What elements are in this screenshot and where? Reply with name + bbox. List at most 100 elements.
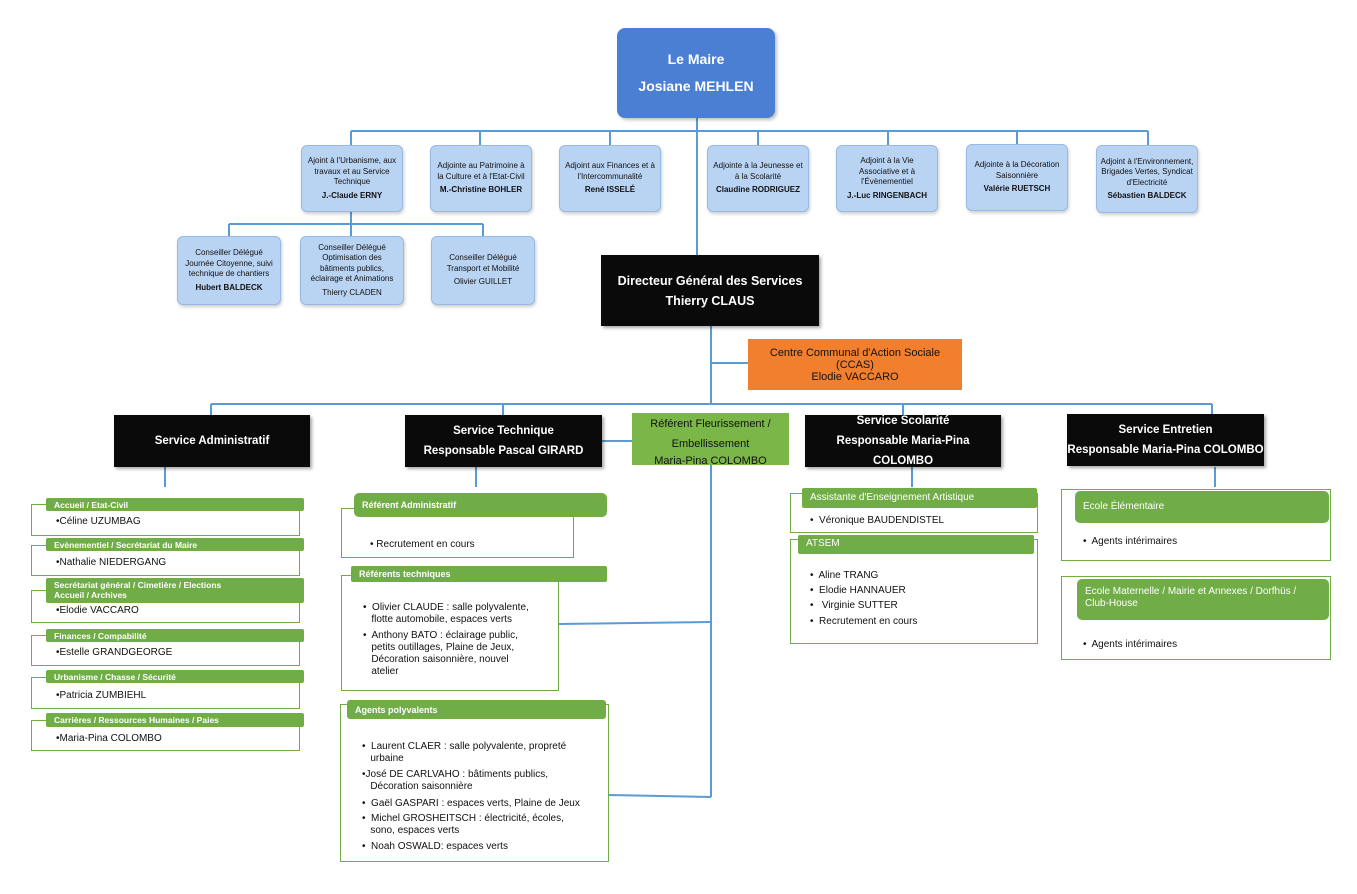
tech-unit-item: • Gaël GASPARI : espaces verts, Plaine d… [362,798,580,809]
mayor-name: Josiane MEHLEN [638,78,754,94]
adjoint-box-environnement: Adjoint à l'Environnement, Brigades Vert… [1096,145,1198,213]
adjoint-box-decoration: Adjointe à la Décoration Saisonnière Val… [966,144,1068,211]
adjoint-name: Valérie RUETSCH [983,184,1051,194]
admin-unit-label: Finances / Compabilité [46,629,304,642]
service-technique-box: Service Technique Responsable Pascal GIR… [405,415,602,467]
tech-unit-label: Agents polyvalents [347,700,606,719]
conseiller-name: Thierry CLADEN [322,287,382,297]
referent-line2: Embellissement [671,437,750,450]
scol-unit-item: • Virginie SUTTER [810,600,898,611]
service-scolarite-box: Service Scolarité Responsable Maria-Pina… [805,415,1001,467]
adjoint-box-urbanisme: Ajoint à l'Urbanisme, aux travaux et au … [301,145,403,212]
tech-unit-item: urbaine [362,753,404,764]
scol-unit-item: • Véronique BAUDENDISTEL [810,515,945,526]
adjoint-role: Ajoint à l'Urbanisme, aux travaux et au … [307,156,397,186]
tech-unit-item: Décoration saisonnière, nouvel [363,654,509,665]
tech-unit-label: Référents techniques [351,566,607,582]
conseiller-name: Olivier GUILLET [453,277,513,287]
service-entretien-box: Service Entretien Responsable Maria-Pina… [1067,414,1264,466]
conseiller-box-transport: Conseiller Délégué Transport et Mobilité… [431,236,535,305]
tech-unit-item: •José DE CARLVAHO : bâtiments publics, [362,769,548,780]
service-resp: Responsable Maria-Pina COLOMBO [836,435,970,467]
tech-unit-item: • Noah OSWALD: espaces verts [362,841,508,852]
conseiller-role: Conseiller Délégué Transport et Mobilité [446,253,520,273]
adjoint-name: J.-Luc RINGENBACH [846,190,927,200]
referent-fleurissement-box: Référent Fleurissement / Embellissement … [632,413,789,467]
admin-unit-person: •Patricia ZUMBIEHL [56,690,147,701]
admin-unit-person: •Nathalie NIEDERGANG [56,557,167,568]
admin-unit-label: Secrétariat général / Cimetière / Electi… [46,578,304,603]
dgs-name: Thierry CLAUS [665,293,755,308]
entr-unit-item: • Agents intérimaires [1083,639,1178,650]
referent-name: Maria-Pina COLOMBO [654,455,767,467]
adjoint-role: Adjointe à la Jeunesse et à la Scolarité [713,161,803,181]
adjoint-box-finances: Adjoint aux Finances et à l'Intercommuna… [559,145,661,212]
tech-unit-item: • Michel GROSHEITSCH : électricité, écol… [362,813,564,824]
scol-unit-label: Assistante d'Enseignement Artistique [802,488,1037,508]
entr-unit-label: Ecole Maternelle / Mairie et Annexes / D… [1077,579,1329,620]
conseiller-box-journee-citoyenne: Conseiller Délégué Journée Citoyenne, su… [177,236,281,305]
admin-unit-person: •Elodie VACCARO [56,605,139,616]
service-title: Service Entretien [1118,424,1213,436]
admin-unit-person: •Estelle GRANDGEORGE [56,647,173,658]
referent-line1: Référent Fleurissement / [650,418,771,430]
ccas-line1: Centre Communal d'Action Sociale [769,346,941,359]
scol-unit-item: • Recrutement en cours [810,616,918,627]
tech-unit-item: Décoration saisonnière [362,781,473,792]
admin-unit-label-line1: Secrétariat général / Cimetière / Electi… [54,580,222,590]
adjoint-role: Adjoint aux Finances et à l'Intercommuna… [565,161,655,181]
conseiller-role: Conseiller Délégué Journée Citoyenne, su… [185,248,273,278]
tech-unit-item: • Laurent CLAER : salle polyvalente, pro… [362,741,567,752]
admin-unit-label: Evènementiel / Secrétariat du Maire [46,538,304,551]
admin-unit-label: Urbanisme / Chasse / Sécurité [46,670,304,683]
tech-unit-body: • Laurent CLAER : salle polyvalente, pro… [340,704,609,862]
adjoint-name: René ISSELÉ [584,185,636,195]
service-title: Service Administratif [154,435,270,447]
adjoint-box-jeunesse: Adjointe à la Jeunesse et à la Scolarité… [707,145,809,212]
tech-unit-item: sono, espaces verts [362,825,460,836]
adjoint-role: Adjointe à la Décoration Saisonnière [974,160,1060,180]
adjoint-role: Adjoint à l'Environnement, Brigades Vert… [1100,156,1194,187]
adjoint-name: J.-Claude ERNY [321,190,383,200]
admin-unit-person: •Céline UZUMBAG [56,516,141,527]
dgs-box: Directeur Général des Services Thierry C… [601,255,819,326]
service-title: Service Technique [453,425,554,437]
conseiller-name: Hubert BALDECK [195,282,263,292]
admin-unit-label: Accueil / Etat-Civil [46,498,304,511]
tech-unit-body: • Olivier CLAUDE : salle polyvalente, fl… [341,575,559,691]
tech-unit-item: • Recrutement en cours [370,539,475,550]
mayor-box: Le Maire Josiane MEHLEN [617,28,775,118]
entr-unit-item: • Agents intérimaires [1083,536,1178,547]
tech-unit-label: Référent Administratif [354,493,607,517]
scol-unit-item: • Aline TRANG [810,570,879,581]
scol-unit-label: ATSEM [798,535,1034,554]
adjoint-name: Sébastien BALDECK [1107,191,1187,200]
service-resp: Responsable Maria-Pina COLOMBO [1067,444,1264,456]
conseiller-box-optimisation: Conseiller Délégué Optimisation des bâti… [300,236,404,305]
service-resp: Responsable Pascal GIRARD [423,445,584,457]
tech-unit-item: • Olivier CLAUDE : salle polyvalente, [363,602,529,613]
ccas-name: Elodie VACCARO [811,370,899,383]
adjoint-box-vie-associative: Adjoint à la Vie Associative et à l'Évèn… [836,145,938,212]
admin-unit-person: •Maria-Pina COLOMBO [56,733,162,744]
adjoint-role: Adjointe au Patrimoine à la Culture et à… [437,161,525,181]
service-administratif-box: Service Administratif [114,415,310,467]
entr-unit-label: Ecole Élémentaire [1075,491,1329,523]
admin-unit-label: Carrières / Ressources Humaines / Paies [46,713,304,727]
mayor-title: Le Maire [667,51,725,67]
tech-unit-item: • Anthony BATO : éclairage public, [363,630,518,641]
adjoint-name: M.-Christine BOHLER [439,185,523,195]
adjoint-name: Claudine RODRIGUEZ [715,185,800,195]
dgs-title: Directeur Général des Services [617,273,803,288]
adjoint-role: Adjoint à la Vie Associative et à l'Évèn… [858,156,916,186]
adjoint-box-patrimoine: Adjointe au Patrimoine à la Culture et à… [430,145,532,212]
scol-unit-body: • Aline TRANG • Elodie HANNAUER • Virgin… [790,539,1038,644]
tech-unit-item: petits outillages, Plaine de Jeux, [363,642,515,653]
tech-unit-item: flotte automobile, espaces verts [363,614,512,625]
ccas-box: Centre Communal d'Action Sociale (CCAS) … [748,339,962,390]
ccas-line2: (CCAS) [836,358,874,371]
service-title: Service Scolarité [856,415,950,427]
conseiller-role: Conseiller Délégué Optimisation des bâti… [310,242,394,284]
scol-unit-item: • Elodie HANNAUER [810,585,906,596]
